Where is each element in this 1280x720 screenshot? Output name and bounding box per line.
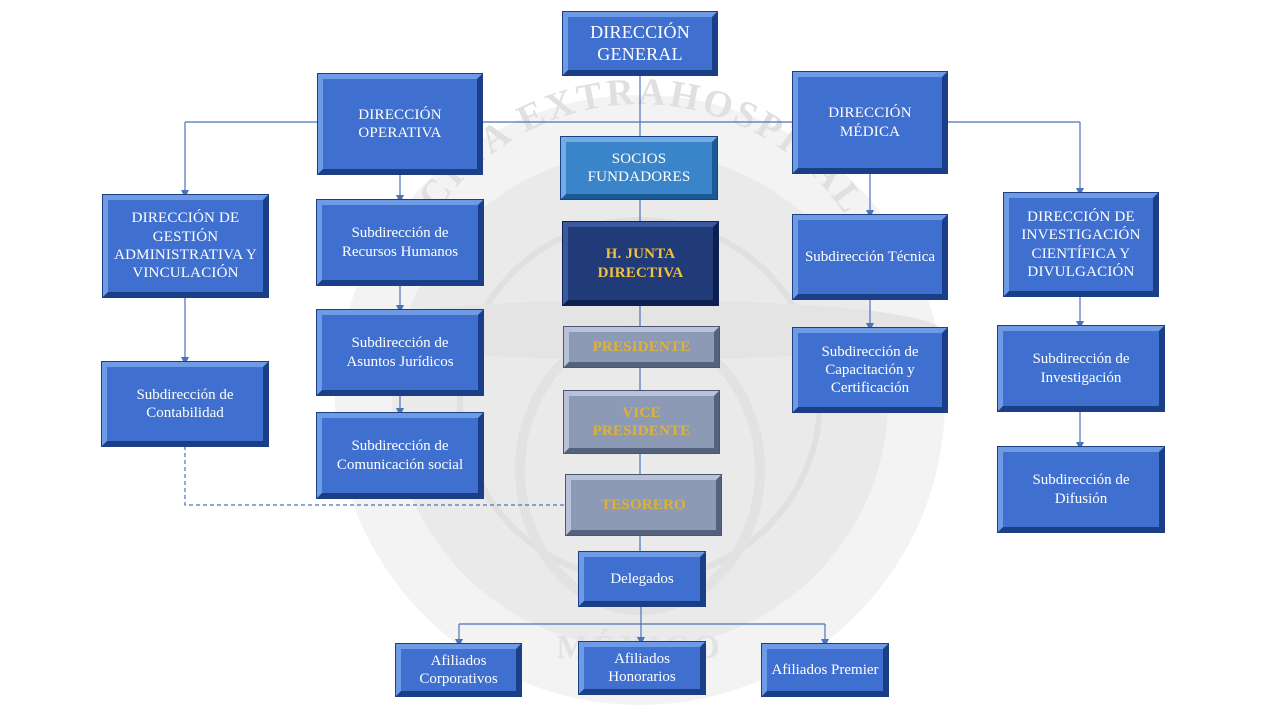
socios-fundadores-label: SOCIOS FUNDADORES: [587, 150, 691, 185]
presidente-label: PRESIDENTE: [592, 338, 691, 355]
junta-directiva-label: H. JUNTA DIRECTIVA: [597, 246, 684, 281]
presidente-box: PRESIDENTE: [564, 327, 719, 367]
tesorero-box: TESORERO: [566, 475, 721, 535]
direccion-general-box: DIRECCIÓN GENERAL: [563, 12, 717, 75]
socios-fundadores-box: SOCIOS FUNDADORES: [561, 137, 717, 199]
gestion-administrativa-label: DIRECCIÓN DE GESTIÓN ADMINISTRATIVA Y VI…: [114, 210, 257, 282]
difusion-box: Subdirección de Difusión: [998, 447, 1164, 532]
comunicacion-social-box: Subdirección de Comunicación social: [317, 413, 483, 498]
direccion-operativa-box: DIRECCIÓN OPERATIVA: [318, 74, 482, 174]
investigacion-direccion-box: DIRECCIÓN DE INVESTIGACIÓN CIENTÍFICA Y …: [1004, 193, 1158, 296]
difusion-label: Subdirección de Difusión: [1032, 472, 1130, 507]
direccion-general-label: DIRECCIÓN GENERAL: [590, 21, 690, 64]
investigacion-subdireccion-label: Subdirección de Investigación: [1032, 351, 1130, 386]
vice-presidente-label: VICE PRESIDENTE: [592, 404, 691, 439]
asuntos-juridicos-box: Subdirección de Asuntos Jurídicos: [317, 310, 483, 395]
tecnica-box: Subdirección Técnica: [793, 215, 947, 299]
junta-directiva-box: H. JUNTA DIRECTIVA: [563, 222, 718, 305]
tecnica-label: Subdirección Técnica: [804, 248, 936, 265]
recursos-humanos-label: Subdirección de Recursos Humanos: [341, 225, 459, 260]
investigacion-subdireccion-box: Subdirección de Investigación: [998, 326, 1164, 411]
delegados-box: Delegados: [579, 552, 705, 606]
contabilidad-box: Subdirección de Contabilidad: [102, 362, 268, 446]
direccion-medica-label: DIRECCIÓN MÉDICA: [828, 105, 912, 140]
vice-presidente-box: VICE PRESIDENTE: [564, 391, 719, 453]
afiliados-premier-label: Afiliados Premier: [771, 661, 879, 678]
afiliados-honorarios-box: Afiliados Honorarios: [579, 642, 705, 694]
afiliados-premier-box: Afiliados Premier: [762, 644, 888, 696]
comunicacion-social-label: Subdirección de Comunicación social: [336, 438, 464, 473]
afiliados-corporativos-box: Afiliados Corporativos: [396, 644, 521, 696]
contabilidad-label: Subdirección de Contabilidad: [136, 386, 234, 421]
gestion-administrativa-box: DIRECCIÓN DE GESTIÓN ADMINISTRATIVA Y VI…: [103, 195, 268, 297]
afiliados-honorarios-label: Afiliados Honorarios: [608, 650, 676, 685]
recursos-humanos-box: Subdirección de Recursos Humanos: [317, 200, 483, 285]
asuntos-juridicos-label: Subdirección de Asuntos Jurídicos: [346, 335, 454, 370]
investigacion-direccion-label: DIRECCIÓN DE INVESTIGACIÓN CIENTÍFICA Y …: [1021, 208, 1141, 280]
direccion-operativa-label: DIRECCIÓN OPERATIVA: [358, 106, 442, 141]
afiliados-corporativos-label: Afiliados Corporativos: [419, 652, 498, 687]
capacitacion-label: Subdirección de Capacitación y Certifica…: [821, 343, 919, 397]
direccion-medica-box: DIRECCIÓN MÉDICA: [793, 72, 947, 173]
delegados-label: Delegados: [610, 570, 674, 587]
capacitacion-box: Subdirección de Capacitación y Certifica…: [793, 328, 947, 412]
tesorero-label: TESORERO: [601, 496, 686, 513]
